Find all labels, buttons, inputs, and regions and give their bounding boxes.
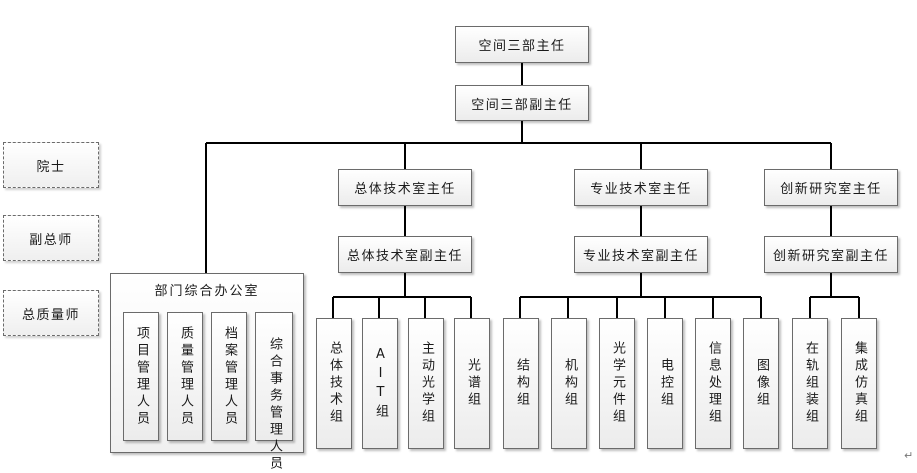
office-member-box: 综合事务管理人员 xyxy=(255,312,293,473)
group-label: AIT组 xyxy=(373,346,388,421)
group-label: 结构组 xyxy=(514,358,529,409)
office-member-label: 档案管理人员 xyxy=(222,325,237,428)
group-box: 光谱组 xyxy=(454,318,490,449)
group-box: 图像组 xyxy=(743,318,779,449)
division-deputy-box: 总体技术室副主任 xyxy=(338,236,472,273)
group-box: 机构组 xyxy=(551,318,587,449)
office-member-label: 综合事务管理人员 xyxy=(267,336,282,473)
director-label: 空间三部主任 xyxy=(478,39,566,54)
division-head-label: 专业技术室主任 xyxy=(590,182,692,197)
division-head-label: 总体技术室主任 xyxy=(354,182,456,197)
division-deputy-box: 创新研究室副主任 xyxy=(764,236,898,273)
division-head-box: 总体技术室主任 xyxy=(338,169,472,206)
office-member-label: 项目管理人员 xyxy=(134,325,149,428)
division-head-box: 专业技术室主任 xyxy=(574,169,708,206)
group-label: 图像组 xyxy=(754,358,769,409)
group-label: 机构组 xyxy=(562,358,577,409)
deputy-director-label: 空间三部副主任 xyxy=(471,97,573,113)
group-box: 结构组 xyxy=(503,318,539,449)
division-deputy-box: 专业技术室副主任 xyxy=(574,236,708,273)
advisor-label: 副总师 xyxy=(29,232,73,248)
group-label: 主动光学组 xyxy=(419,341,434,426)
office-member-label: 质量管理人员 xyxy=(178,325,193,428)
group-box: 信息处理组 xyxy=(695,318,731,449)
division-head-label: 创新研究室主任 xyxy=(780,182,882,197)
advisor-box: 总质量师 xyxy=(3,290,99,336)
group-box: 电控组 xyxy=(647,318,683,449)
group-box: 总体技术组 xyxy=(316,318,352,449)
group-label: 集成仿真组 xyxy=(852,341,867,426)
group-label: 光谱组 xyxy=(465,358,480,409)
group-box: AIT组 xyxy=(362,318,398,449)
office-title: 部门综合办公室 xyxy=(154,284,260,299)
group-label: 电控组 xyxy=(658,358,673,409)
group-box: 集成仿真组 xyxy=(841,318,877,449)
group-label: 光学元件组 xyxy=(610,341,625,426)
group-label: 信息处理组 xyxy=(706,341,721,426)
group-box: 在轨组装组 xyxy=(792,318,828,449)
division-deputy-label: 总体技术室副主任 xyxy=(346,249,463,264)
office-member-box: 项目管理人员 xyxy=(123,312,159,441)
division-head-box: 创新研究室主任 xyxy=(764,169,898,206)
division-deputy-label: 创新研究室副主任 xyxy=(772,249,889,264)
paragraph-mark-icon: ↵ xyxy=(904,449,914,462)
advisor-box: 院士 xyxy=(3,142,99,188)
office-member-box: 档案管理人员 xyxy=(211,312,247,441)
division-deputy-label: 专业技术室副主任 xyxy=(582,249,699,264)
group-box: 光学元件组 xyxy=(599,318,635,449)
director-box: 空间三部主任 xyxy=(455,26,589,63)
group-box: 主动光学组 xyxy=(408,318,444,449)
advisor-box: 副总师 xyxy=(3,215,99,261)
advisor-label: 院士 xyxy=(36,159,66,175)
office-member-box: 质量管理人员 xyxy=(167,312,203,441)
group-label: 在轨组装组 xyxy=(803,341,818,426)
office-box: 部门综合办公室 项目管理人员 质量管理人员 档案管理人员 综合事务管理人员 xyxy=(110,273,304,473)
advisor-label: 总质量师 xyxy=(21,307,80,323)
deputy-director-box: 空间三部副主任 xyxy=(455,85,589,121)
group-label: 总体技术组 xyxy=(327,341,342,426)
